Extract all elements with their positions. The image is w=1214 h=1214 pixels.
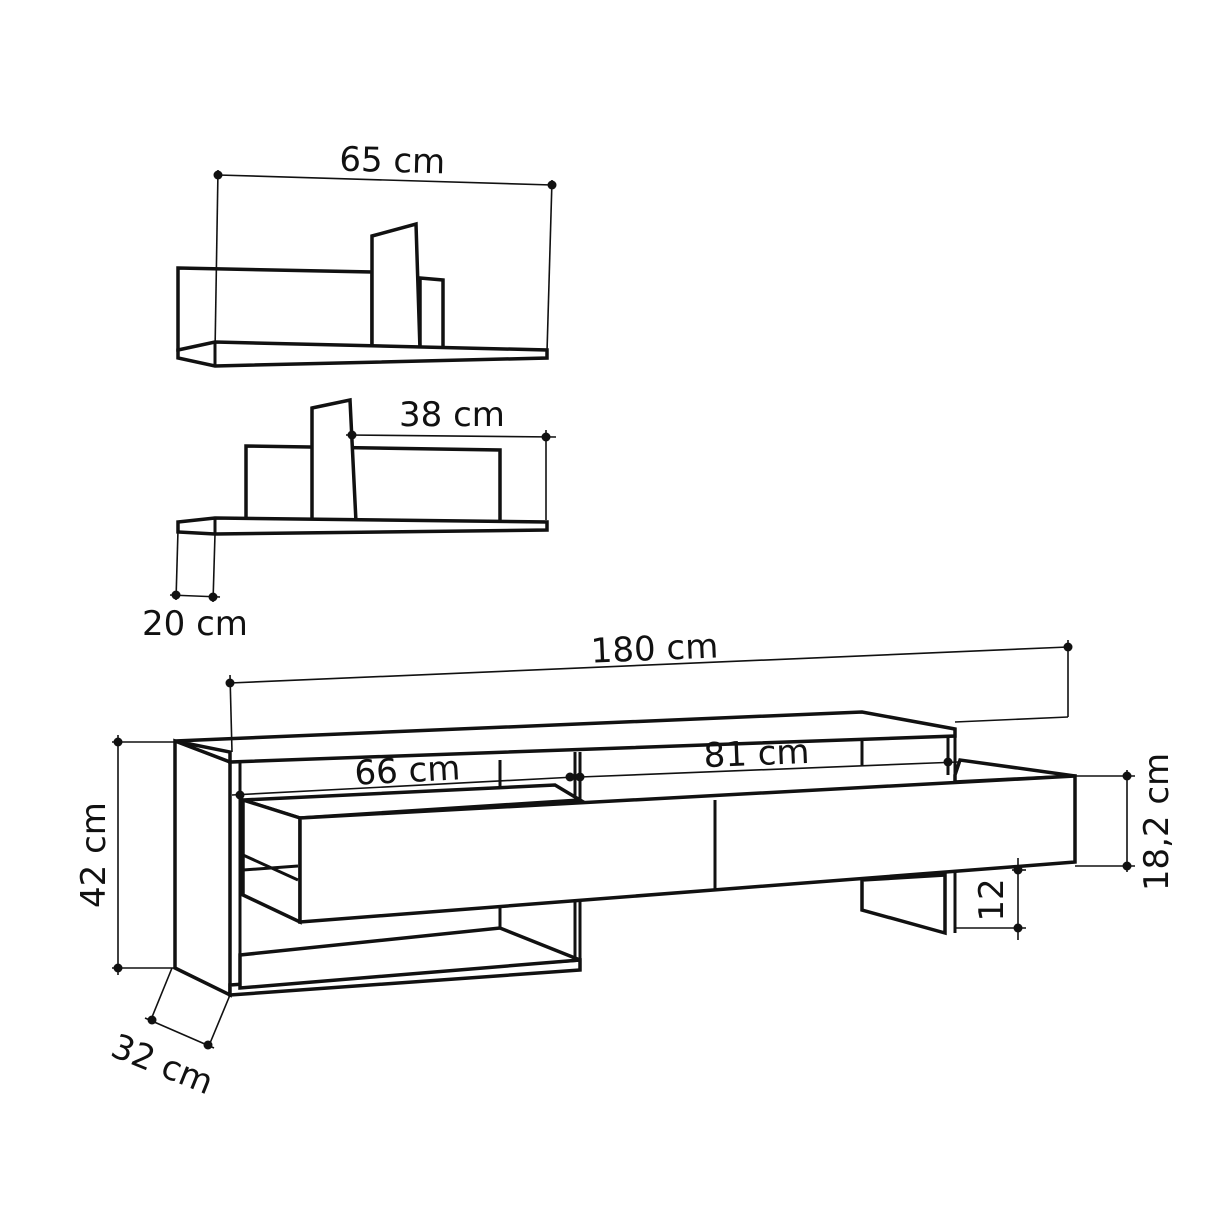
drawer-fronts [298, 774, 1077, 924]
label-180cm: 180 cm [590, 626, 719, 671]
label-38cm: 38 cm [399, 395, 505, 435]
label-32cm: 32 cm [106, 1026, 219, 1103]
dimension-lines [112, 169, 1135, 1050]
label-18-2cm: 18,2 cm [1137, 753, 1177, 891]
label-12: 12 [972, 878, 1012, 921]
wall-shelf-large [176, 221, 549, 368]
tv-unit [173, 710, 1077, 998]
label-66cm: 66 cm [354, 748, 462, 793]
label-42cm: 42 cm [74, 802, 114, 908]
label-20cm: 20 cm [142, 604, 248, 644]
wall-shelf-small [176, 397, 549, 536]
label-81cm: 81 cm [703, 732, 810, 776]
label-65cm: 65 cm [339, 140, 446, 183]
